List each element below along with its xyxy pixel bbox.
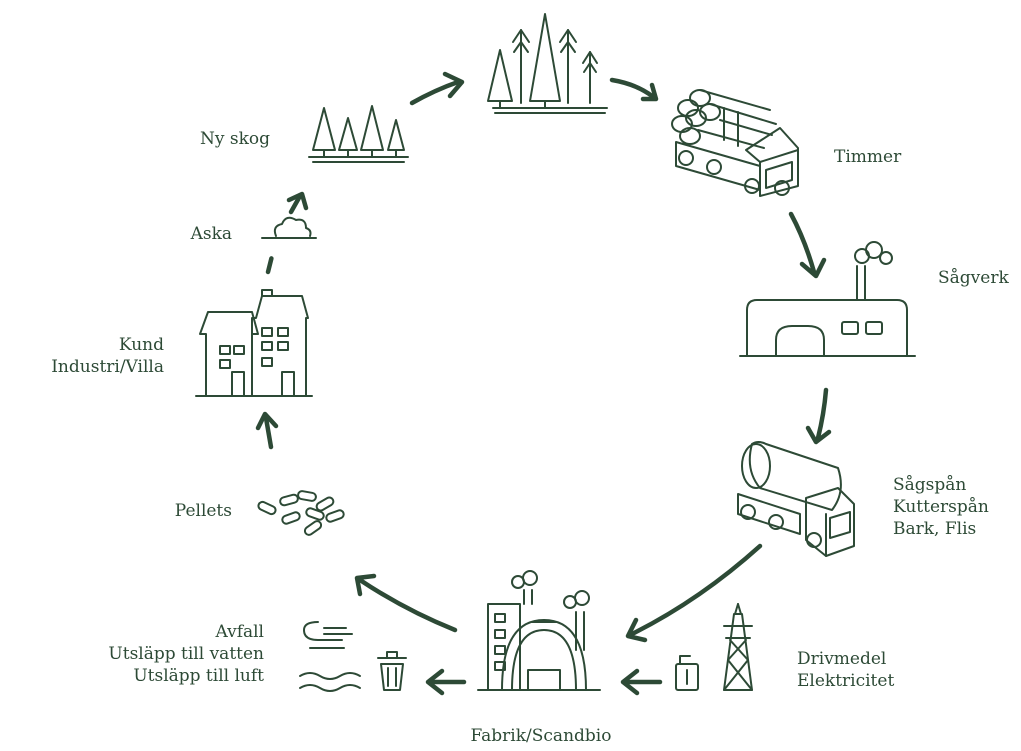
arrow-factory-to-waste [425,668,467,696]
arrow-pellets-to-customer [255,411,279,450]
arrow-byproducts-to-factory [625,543,763,643]
label-utslapp-luft: Utsläpp till luft [133,666,264,686]
label-pellets: Pellets [174,501,232,521]
pellets-icon [257,490,345,536]
cycle-arrows [255,71,832,696]
arrow-customer-to-ash [265,249,276,275]
label-utslapp-vatten: Utsläpp till vatten [108,644,264,664]
label-biprodukter: Sågspån Kutterspån Bark, Flis [893,474,989,540]
arrow-young-forest-to-forest [409,71,465,106]
label-sagverk: Sågverk [938,268,1009,288]
label-avfall: Avfall Utsläpp till vatten Utsläpp till … [108,621,264,687]
label-ny-skog: Ny skog [199,129,270,149]
young-forest-icon [308,105,409,163]
label-aska: Aska [190,224,232,244]
label-elektricitet: Elektricitet [797,671,895,691]
label-fabrik: Fabrik/Scandbio [470,726,612,746]
arrow-timmer-to-sawmill [788,211,827,279]
log-truck-icon [671,89,799,197]
arrow-fuel-to-factory [620,668,663,696]
label-kund: Kund Industri/Villa [51,334,164,378]
label-drivmedel: Drivmedel Elektricitet [797,648,894,692]
ash-cloud-icon [261,216,317,239]
label-sagspan: Sågspån [893,475,967,495]
factory-icon [477,570,601,691]
trash-bin-icon [377,651,407,691]
label-avfall-line: Avfall [215,622,265,642]
wind-icon [303,621,353,649]
label-bark-flis: Bark, Flis [893,519,977,539]
label-timmer: Timmer [834,147,902,167]
label-kund-line: Kund [118,335,164,355]
forest-icon [487,13,608,114]
label-drivmedel-line: Drivmedel [797,649,887,669]
arrow-forest-to-timmer [609,77,659,102]
label-industri-villa: Industri/Villa [51,357,164,377]
houses-icon [195,289,313,397]
arrow-factory-to-pellets [354,573,458,633]
sawmill-icon [739,241,916,357]
power-pylon-icon [723,603,753,691]
arrow-ash-to-young-forest [286,191,309,215]
arrow-sawmill-to-byproducts [805,387,832,445]
tanker-truck-icon [737,441,855,557]
water-icon [299,672,361,692]
label-kutterspan: Kutterspån [893,497,989,517]
fuel-can-icon [675,655,699,691]
